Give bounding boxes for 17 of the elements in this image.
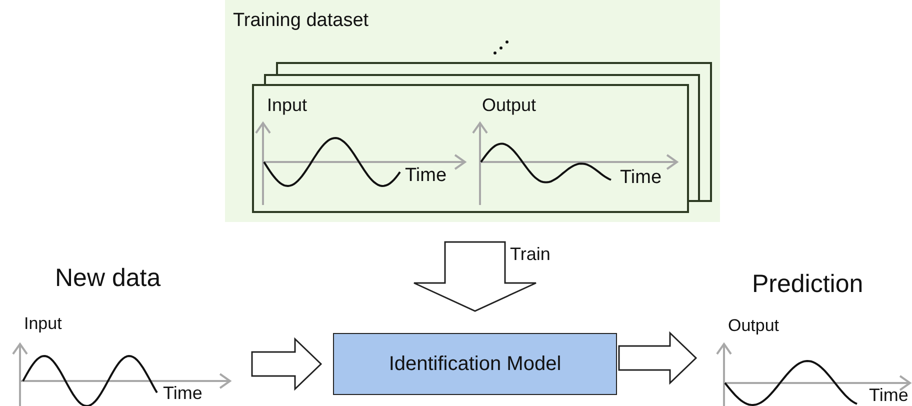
axis-label: Output (482, 95, 536, 116)
axis-label: Time (620, 167, 662, 189)
axis-label: Input (24, 314, 62, 334)
section-heading: Prediction (752, 270, 864, 299)
axis-label: Time (869, 385, 908, 406)
block-arrow (251, 337, 322, 391)
axis-label: Time (163, 383, 202, 404)
model-box (333, 333, 617, 395)
axis-label: Input (267, 95, 308, 116)
axis-label: Output (728, 316, 780, 336)
dataset-panel (225, 0, 720, 222)
model-label: Identification Model (388, 352, 562, 376)
block-arrow (413, 241, 537, 312)
block-arrow (618, 331, 698, 385)
section-heading: New data (55, 264, 161, 293)
axis-label: Time (405, 165, 447, 187)
panel-title: Training dataset (233, 10, 369, 32)
